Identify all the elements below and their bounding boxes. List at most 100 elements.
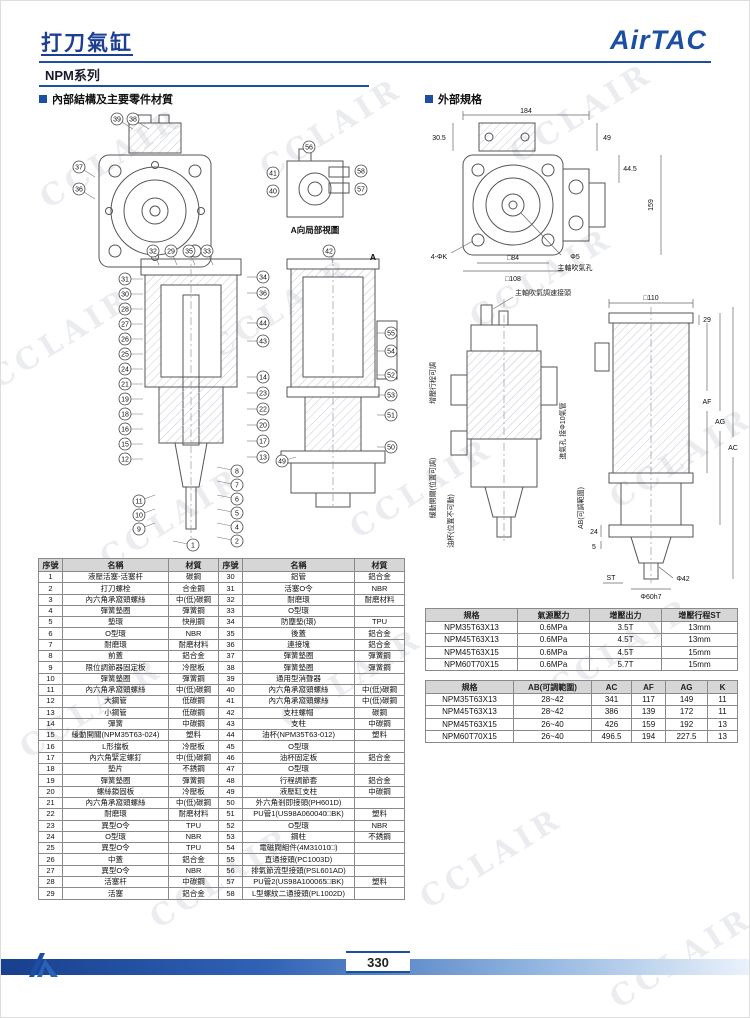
table-cell: 內六角緊定螺釘 xyxy=(62,751,169,765)
column-header: 名稱 xyxy=(62,558,169,572)
callout-29: 29 xyxy=(164,244,178,266)
callout-37: 37 xyxy=(72,160,96,178)
svg-text:36: 36 xyxy=(75,187,83,194)
table-cell xyxy=(354,842,405,855)
table-cell xyxy=(354,853,405,866)
svg-text:35: 35 xyxy=(185,249,193,256)
table-cell: 48 xyxy=(218,774,243,787)
table-cell: 油杯固定板 xyxy=(242,751,355,765)
callout-57: 57 xyxy=(354,182,368,196)
table-cell: 耐磨材料 xyxy=(354,593,405,606)
table-cell: NBR xyxy=(354,582,405,595)
table-cell: O型環 xyxy=(242,819,355,832)
table-cell: 塑料 xyxy=(354,808,405,821)
table-cell: 117 xyxy=(631,692,666,707)
table-cell: 鋁合金 xyxy=(168,853,219,866)
table-cell: 限位調節器固定板 xyxy=(62,661,169,674)
column-header: AG xyxy=(665,680,708,694)
detail-view-a xyxy=(286,148,350,218)
table-cell xyxy=(354,740,405,753)
parts-table-header-row: 序號名稱材質序號名稱材質 xyxy=(38,558,405,572)
callout-18: 18 xyxy=(118,407,143,421)
table-cell: 內六角承窩頭螺絲 xyxy=(62,796,169,810)
table-cell: NPM60T70X15 xyxy=(425,657,518,672)
table-cell: 排氣節流型接頭(PSL601AD) xyxy=(242,864,355,878)
callout-58: 58 xyxy=(354,164,368,178)
callout-15: 15 xyxy=(118,437,143,451)
table-cell: 鋁合金 xyxy=(354,638,405,652)
table-cell: 打刀螺栓 xyxy=(62,582,169,595)
svg-text:37: 37 xyxy=(75,165,83,172)
callout-51: 51 xyxy=(377,408,398,422)
table-cell: 37 xyxy=(218,650,243,663)
table-cell: L型螺紋二通接頭(PL1002D) xyxy=(242,887,355,900)
table-cell: 11 xyxy=(707,692,738,707)
table-cell: 中(低)碳鋼 xyxy=(168,593,219,606)
oil-cup-label: 油杯(位置不可動) xyxy=(446,494,455,548)
table-cell: 426 xyxy=(591,717,632,731)
table-cell: 49 xyxy=(218,785,243,798)
callout-14: 14 xyxy=(247,370,270,384)
svg-text:41: 41 xyxy=(269,171,277,178)
table-cell: 26~40 xyxy=(513,717,592,731)
callout-52: 52 xyxy=(377,368,398,382)
callout-19: 19 xyxy=(118,392,143,406)
table-cell: 52 xyxy=(218,819,243,832)
table-cell: 386 xyxy=(591,705,632,719)
callout-32: 32 xyxy=(146,244,160,266)
table-cell: 14 xyxy=(38,717,63,731)
dim-ac: AC xyxy=(728,445,738,452)
table-cell: O型環 xyxy=(62,830,169,844)
table-cell: 中(低)碳鋼 xyxy=(168,751,219,765)
table-cell: 中(低)碳鋼 xyxy=(354,683,405,697)
table-cell: 35 xyxy=(218,627,243,640)
page-title: 打刀氣缸 xyxy=(41,32,133,55)
callout-7: 7 xyxy=(216,478,244,492)
table-cell: 通用型消聲器 xyxy=(242,672,355,685)
table-cell: 液壓活塞-活塞杆 xyxy=(62,570,169,584)
table-cell: 34 xyxy=(218,616,243,629)
dim-sq108: □108 xyxy=(505,276,521,283)
table-cell: 異型O令 xyxy=(62,842,169,855)
svg-text:22: 22 xyxy=(259,407,267,414)
svg-text:30: 30 xyxy=(121,292,129,299)
table-cell: 23 xyxy=(38,819,63,832)
table-cell xyxy=(354,887,405,900)
callout-5: 5 xyxy=(216,506,244,520)
callout-24: 24 xyxy=(118,362,143,376)
svg-text:18: 18 xyxy=(121,412,129,419)
table-cell: 中(低)碳鋼 xyxy=(168,683,219,697)
section-bullet-icon xyxy=(39,95,47,103)
callout-10: 10 xyxy=(132,508,156,522)
table-cell: 46 xyxy=(218,751,243,765)
table-cell: 15mm xyxy=(661,657,738,672)
side-view-right-assembly xyxy=(594,307,694,583)
table-cell: O型環 xyxy=(242,763,355,776)
callout-39: 39 xyxy=(110,112,134,130)
table-cell: PU管1(US98A060040□BK) xyxy=(242,808,355,821)
callout-1: 1 xyxy=(172,538,200,552)
table-cell: 前蓋 xyxy=(62,650,169,663)
table-cell: 22 xyxy=(38,808,63,821)
table-cell: 液壓缸支柱 xyxy=(242,785,355,798)
table-cell: 鋁合金 xyxy=(354,570,405,584)
svg-text:11: 11 xyxy=(135,499,142,506)
column-header: 增壓出力 xyxy=(589,608,662,622)
table-cell: NBR xyxy=(168,864,219,878)
table-cell: PU管2(US98A100065□BK) xyxy=(242,876,355,889)
table-cell: 172 xyxy=(665,705,708,719)
svg-text:16: 16 xyxy=(121,427,129,434)
callout-54: 54 xyxy=(377,344,398,358)
table-cell: 不銹鋼 xyxy=(354,830,405,844)
table-cell: 緩動開關(NPM35T63-024) xyxy=(62,729,169,742)
svg-text:34: 34 xyxy=(259,275,267,282)
callout-44: 44 xyxy=(247,316,270,330)
table-cell: 3.5T xyxy=(589,620,662,635)
table-cell: 內六角承窩頭螺絲 xyxy=(242,683,355,697)
